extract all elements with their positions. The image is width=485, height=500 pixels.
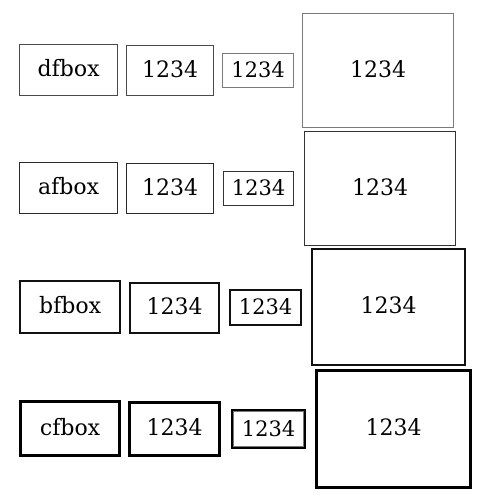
afbox-number-2: 1234 (231, 176, 286, 200)
dfbox-number-2: 1234 (231, 58, 285, 82)
cfbox-number-3: 1234 (365, 416, 422, 441)
afbox-label-box: afbox (19, 162, 118, 214)
bfbox-label-box: bfbox (19, 280, 121, 334)
cfbox-label: cfbox (39, 415, 101, 441)
afbox-number-box-1: 1234 (126, 163, 214, 214)
afbox-number-box-3: 1234 (304, 131, 456, 246)
bfbox-number-box-3: 1234 (311, 248, 466, 366)
dfbox-number-box-3: 1234 (302, 13, 454, 128)
bfbox-label: bfbox (39, 294, 101, 319)
dfbox-number-box-1: 1234 (126, 45, 214, 96)
bfbox-number-2: 1234 (238, 295, 293, 319)
bfbox-number-box-2: 1234 (229, 289, 302, 326)
afbox-label: afbox (38, 175, 99, 200)
cfbox-number-2: 1234 (241, 416, 296, 441)
bfbox-number-3: 1234 (360, 294, 417, 319)
afbox-number-3: 1234 (352, 175, 408, 201)
cfbox-label-box: cfbox (19, 400, 121, 457)
dfbox-number-3: 1234 (350, 57, 406, 83)
cfbox-number-1: 1234 (146, 416, 203, 441)
bfbox-number-box-1: 1234 (129, 282, 220, 334)
dfbox-label: dfbox (37, 57, 100, 82)
dfbox-label-box: dfbox (19, 44, 118, 96)
afbox-number-1: 1234 (142, 175, 198, 201)
dfbox-number-1: 1234 (142, 57, 198, 83)
cfbox-number-box-3: 1234 (315, 369, 472, 489)
bfbox-number-1: 1234 (146, 295, 203, 320)
dfbox-number-box-2: 1234 (222, 53, 294, 88)
afbox-number-box-2: 1234 (223, 171, 294, 206)
cfbox-number-box-2: 1234 (231, 409, 306, 449)
cfbox-number-box-1: 1234 (128, 401, 221, 457)
